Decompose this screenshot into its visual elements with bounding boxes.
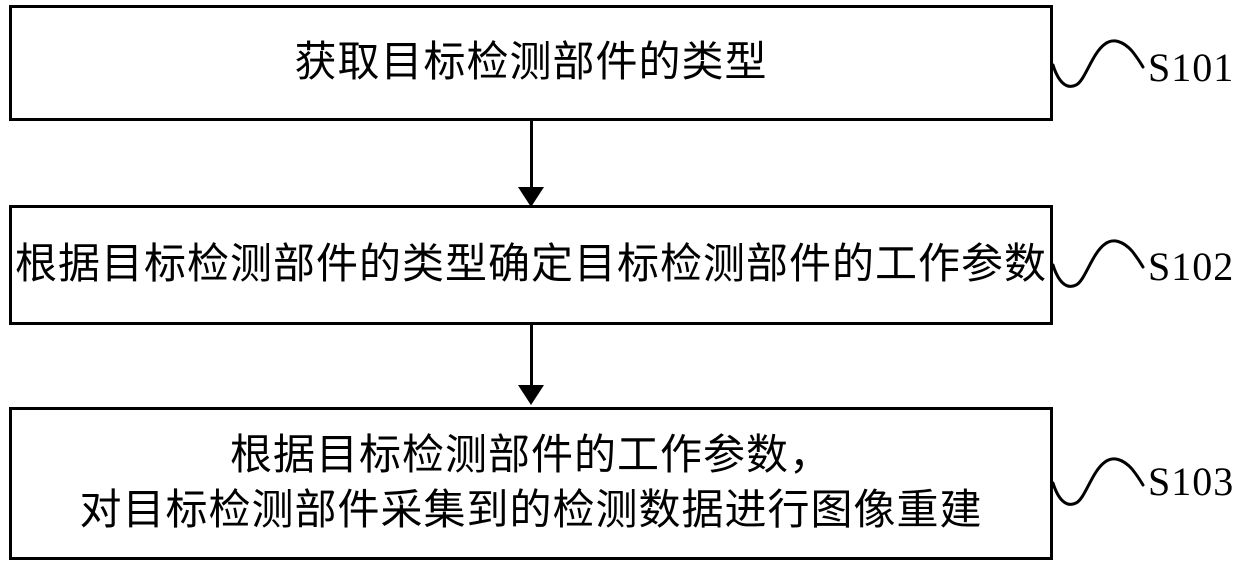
- step-box-s103: 根据目标检测部件的工作参数， 对目标检测部件采集到的检测数据进行图像重建: [9, 407, 1053, 560]
- step-box-s101: 获取目标检测部件的类型: [9, 5, 1053, 121]
- step-ref-label-s102: S102: [1148, 244, 1235, 289]
- reference-squiggle-s103: [1051, 457, 1145, 506]
- step-box-s102: 根据目标检测部件的类型确定目标检测部件的工作参数: [9, 205, 1053, 325]
- reference-squiggle-s101: [1051, 39, 1145, 88]
- step-ref-label-s101: S101: [1148, 45, 1235, 90]
- flow-arrow-head-2: [518, 385, 544, 405]
- flow-arrow-line-1: [530, 121, 533, 189]
- reference-squiggle-s102: [1051, 239, 1145, 288]
- flow-arrow-line-2: [530, 325, 533, 387]
- step-text-line-2: 对目标检测部件采集到的检测数据进行图像重建: [79, 487, 983, 534]
- step-text-line-1: 根据目标检测部件的工作参数，: [229, 432, 832, 479]
- flow-arrow-head-1: [518, 187, 544, 207]
- step-text: 根据目标检测部件的类型确定目标检测部件的工作参数: [14, 241, 1047, 288]
- step-text: 获取目标检测部件的类型: [294, 39, 768, 86]
- step-ref-label-s103: S103: [1148, 459, 1235, 504]
